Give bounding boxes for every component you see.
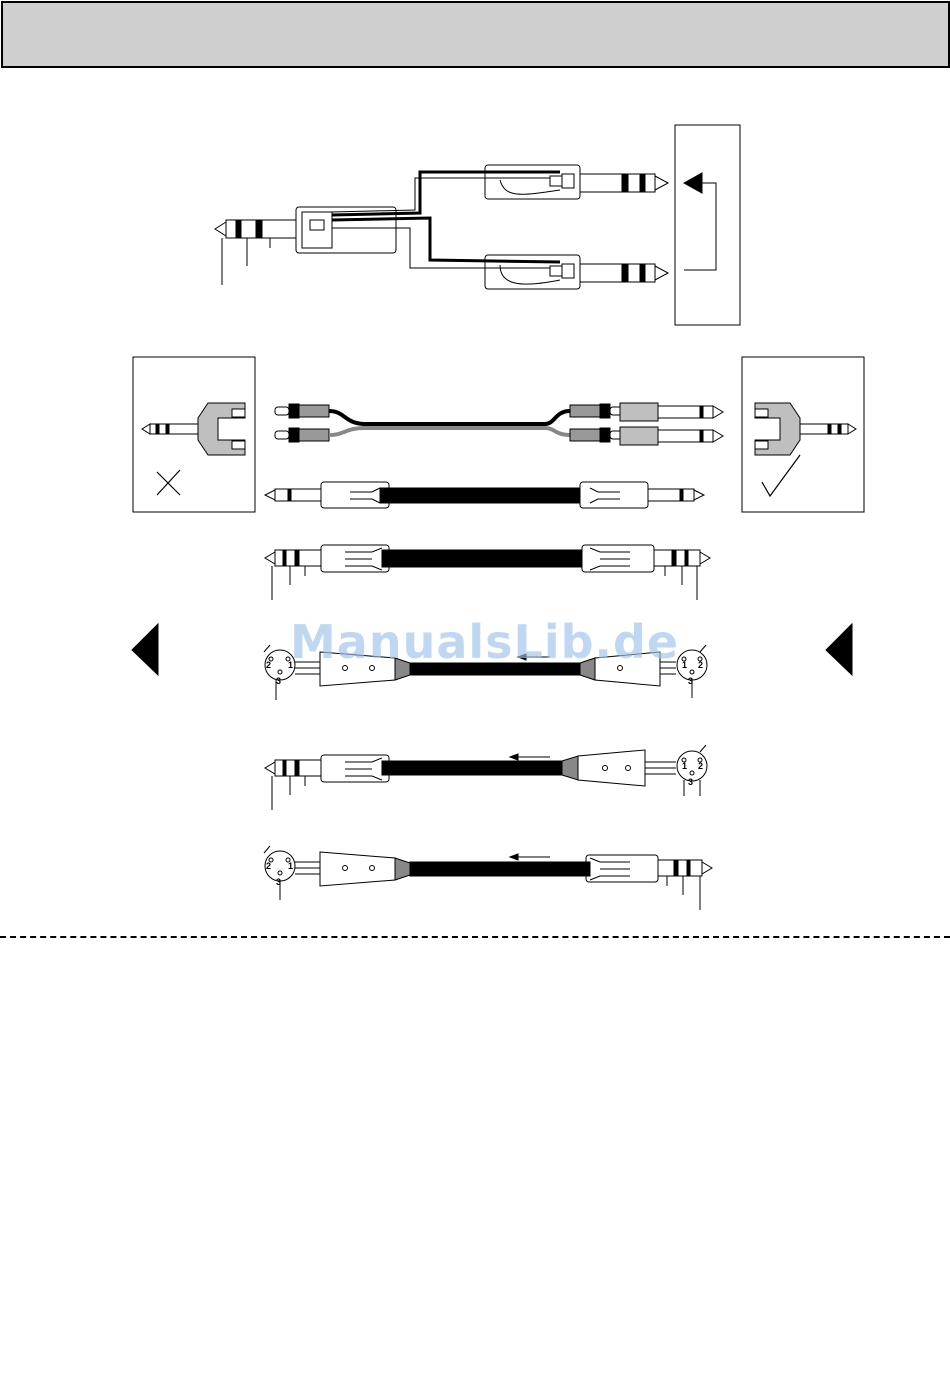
xlr-pin-2-label: 2	[266, 861, 271, 871]
xlr-pin-2-label: 2	[266, 660, 271, 670]
xlr-pin-2-label: 2	[698, 761, 703, 771]
mono-jack-cable	[265, 482, 704, 508]
xlr-pin-2-label: 2	[698, 660, 703, 670]
stereo-jack-cable	[265, 545, 710, 600]
adapter-section	[133, 357, 864, 512]
warning-triangle-icon	[132, 624, 158, 675]
rca-plug-icon	[275, 404, 329, 442]
stereo-jack-icon	[485, 165, 668, 199]
xlr-connector-icon: 1 2 3	[677, 745, 707, 796]
xlr-to-jack-cable: 2 1 3	[264, 846, 712, 910]
jack-to-xlr-cable: 1 2 3	[265, 745, 707, 810]
xlr-pin-3-label: 3	[688, 777, 693, 787]
xlr-pin-1-label: 1	[682, 660, 687, 670]
rca-cable	[275, 403, 723, 445]
device-panel	[675, 125, 740, 325]
rca-plug-icon	[570, 404, 624, 442]
xlr-pin-1-label: 1	[682, 761, 687, 771]
insert-cable-diagram	[215, 125, 740, 325]
section-divider	[0, 936, 950, 938]
xlr-connector-icon: 2 1 3	[264, 846, 295, 900]
watermark-logo: ManualsLib.de	[290, 615, 670, 669]
cross-mark-icon	[157, 470, 180, 495]
warning-triangle-icon	[826, 624, 852, 675]
rca-to-jack-adapter-icon	[620, 403, 723, 445]
check-mark-icon	[762, 455, 800, 496]
signal-arrow-icon	[684, 173, 716, 270]
y-adapter-icon	[142, 403, 245, 455]
xlr-pin-1-label: 1	[288, 861, 293, 871]
xlr-connector-icon: 1 2 3	[677, 645, 707, 698]
y-adapter-icon	[755, 403, 856, 455]
xlr-pin-3-label: 3	[276, 676, 281, 686]
